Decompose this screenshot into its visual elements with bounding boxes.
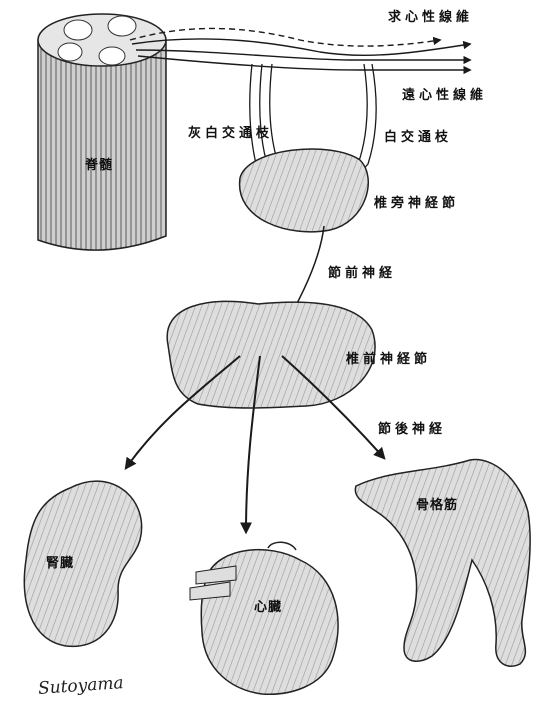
label-spinal-cord: 脊髄 [85, 154, 113, 173]
label-preganglionic-nerve: 節前神経 [328, 262, 396, 281]
label-kidney: 腎臓 [46, 552, 74, 571]
label-gray-ramus: 灰白交通枝 [188, 122, 273, 141]
label-prevertebral-ganglion: 椎前神経節 [346, 348, 431, 367]
skeletal-muscle [355, 460, 530, 667]
efferent-fibers [136, 50, 470, 70]
label-paravertebral-ganglion: 椎旁神経節 [374, 192, 459, 211]
paravertebral-ganglion [240, 149, 369, 232]
label-postganglionic-nerve: 節後神経 [378, 418, 446, 437]
kidney [24, 481, 141, 646]
label-skeletal-muscle: 骨格筋 [416, 494, 458, 513]
heart [190, 542, 338, 694]
label-efferent-fiber: 遠心性線維 [402, 84, 487, 103]
label-afferent-fiber: 求心性線維 [388, 6, 473, 25]
label-white-ramus: 白交通枝 [384, 126, 452, 145]
label-heart: 心臓 [254, 596, 282, 615]
